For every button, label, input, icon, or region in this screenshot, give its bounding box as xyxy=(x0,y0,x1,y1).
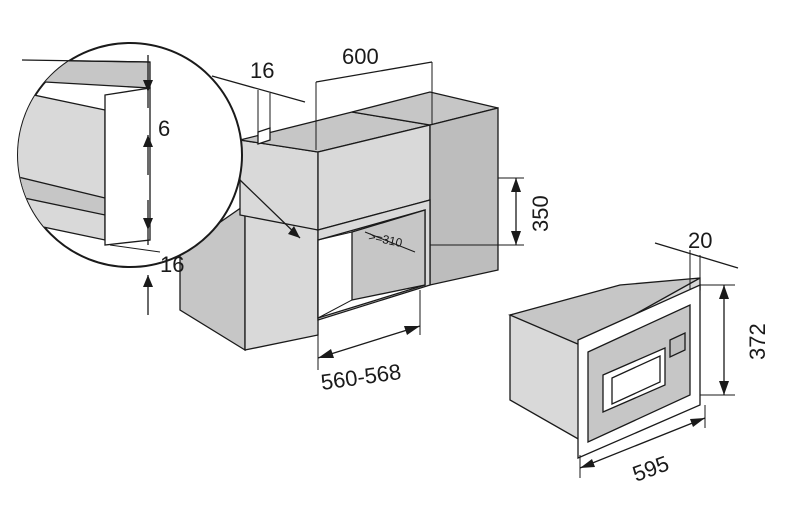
detail-leader-line xyxy=(239,179,301,239)
dim-arrow-gap-top xyxy=(143,80,153,92)
dim-arrow-depth-bottom xyxy=(143,275,153,287)
detail-edge xyxy=(21,59,151,63)
detail-magnifier xyxy=(17,42,243,268)
detail-panel xyxy=(18,89,106,241)
detail-leader-arrow xyxy=(288,226,300,238)
dim-arrow-350-bottom xyxy=(511,231,521,245)
appliance-control-panel xyxy=(669,331,686,359)
label-niche-height: 350 xyxy=(528,195,553,232)
dim-ext-detail-depth xyxy=(109,244,161,253)
cabinet-niche-inner-edge xyxy=(317,231,353,319)
dim-arrow-595-right xyxy=(690,418,705,427)
label-detail-gap: 6 xyxy=(158,116,170,141)
cabinet-right-side xyxy=(429,107,499,286)
appliance-window-inner xyxy=(611,354,661,406)
dim-arrow-372-bottom xyxy=(719,381,729,395)
detail-top-surface xyxy=(18,59,151,89)
label-detail-depth: 16 xyxy=(160,252,184,277)
dim-arrow-depth-top xyxy=(143,218,153,230)
cabinet-upper-left-front xyxy=(239,139,319,231)
dim-arrow-gap-bottom xyxy=(143,135,153,147)
dim-line-frame-depth xyxy=(654,242,739,269)
label-appliance-height: 372 xyxy=(745,323,770,360)
dim-line-niche-width xyxy=(317,325,421,359)
label-trim-depth: 16 xyxy=(250,58,274,83)
dimension-lines xyxy=(109,55,739,478)
dim-arrow-niche-right xyxy=(404,326,420,335)
detail-trim-strip xyxy=(104,87,151,246)
dim-arrow-350-top xyxy=(511,178,521,192)
cabinet xyxy=(179,91,499,352)
label-frame-depth: 20 xyxy=(688,228,712,253)
dim-arrow-372-top xyxy=(719,285,729,299)
dim-arrow-niche-left xyxy=(318,349,334,358)
label-niche-width: 560-568 xyxy=(319,359,402,395)
dim-line-appliance-width xyxy=(579,417,706,469)
cabinet-top-trim xyxy=(257,127,271,145)
label-cabinet-width: 600 xyxy=(342,44,379,69)
label-appliance-width: 595 xyxy=(629,451,672,487)
label-min-depth: >=310 xyxy=(367,229,404,250)
dim-line-cabinet-width xyxy=(315,61,433,83)
dim-arrow-595-left xyxy=(580,459,595,468)
dim-line-min-depth xyxy=(364,231,416,253)
dim-line-trim-depth xyxy=(211,75,306,103)
